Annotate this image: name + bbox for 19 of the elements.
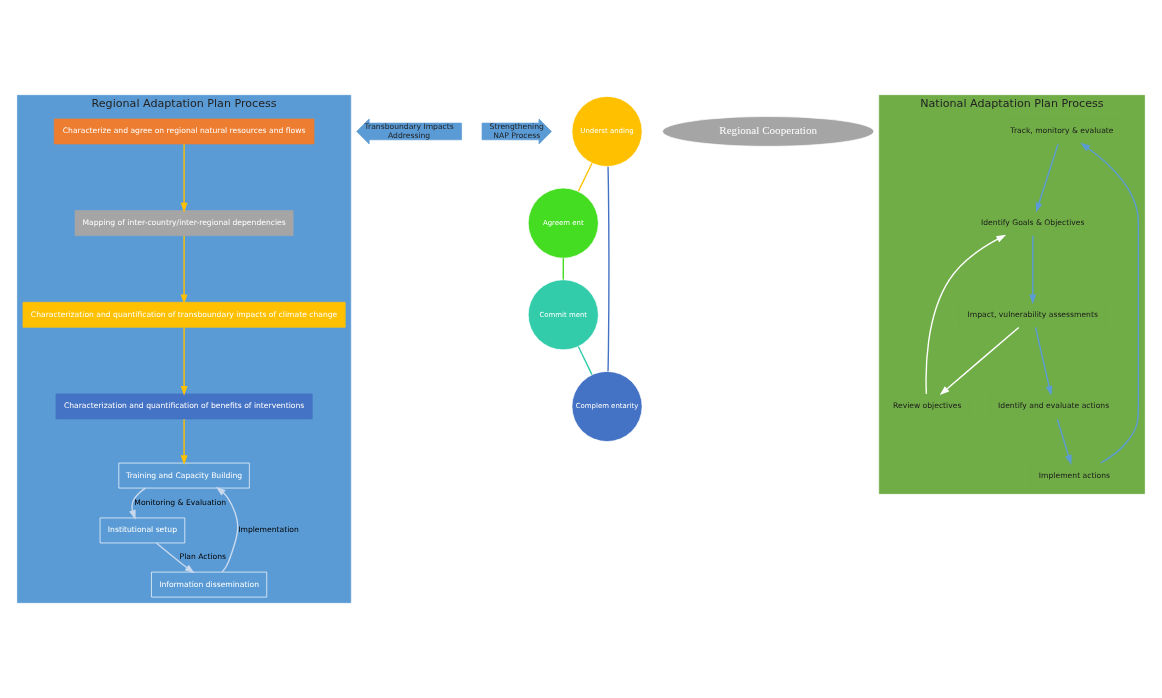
arrow: [180, 418, 188, 465]
arrow: [1029, 235, 1037, 305]
connector: [577, 162, 593, 192]
connector: [607, 166, 610, 372]
arrow: [1035, 143, 1059, 213]
arrow: [1056, 418, 1072, 465]
connector: [562, 257, 564, 281]
arrow: [129, 487, 147, 520]
connector: [577, 345, 593, 376]
arrow: [180, 235, 188, 305]
arrow: [215, 486, 239, 573]
arrow: [180, 326, 188, 396]
arrow: [939, 326, 1020, 396]
node-ellipse: Regional Cooperation: [662, 116, 875, 147]
arrow: [180, 143, 188, 213]
arrow: [925, 234, 1007, 395]
arrow: [1080, 142, 1140, 464]
arrow: [1034, 326, 1053, 396]
arrow: [155, 542, 195, 574]
